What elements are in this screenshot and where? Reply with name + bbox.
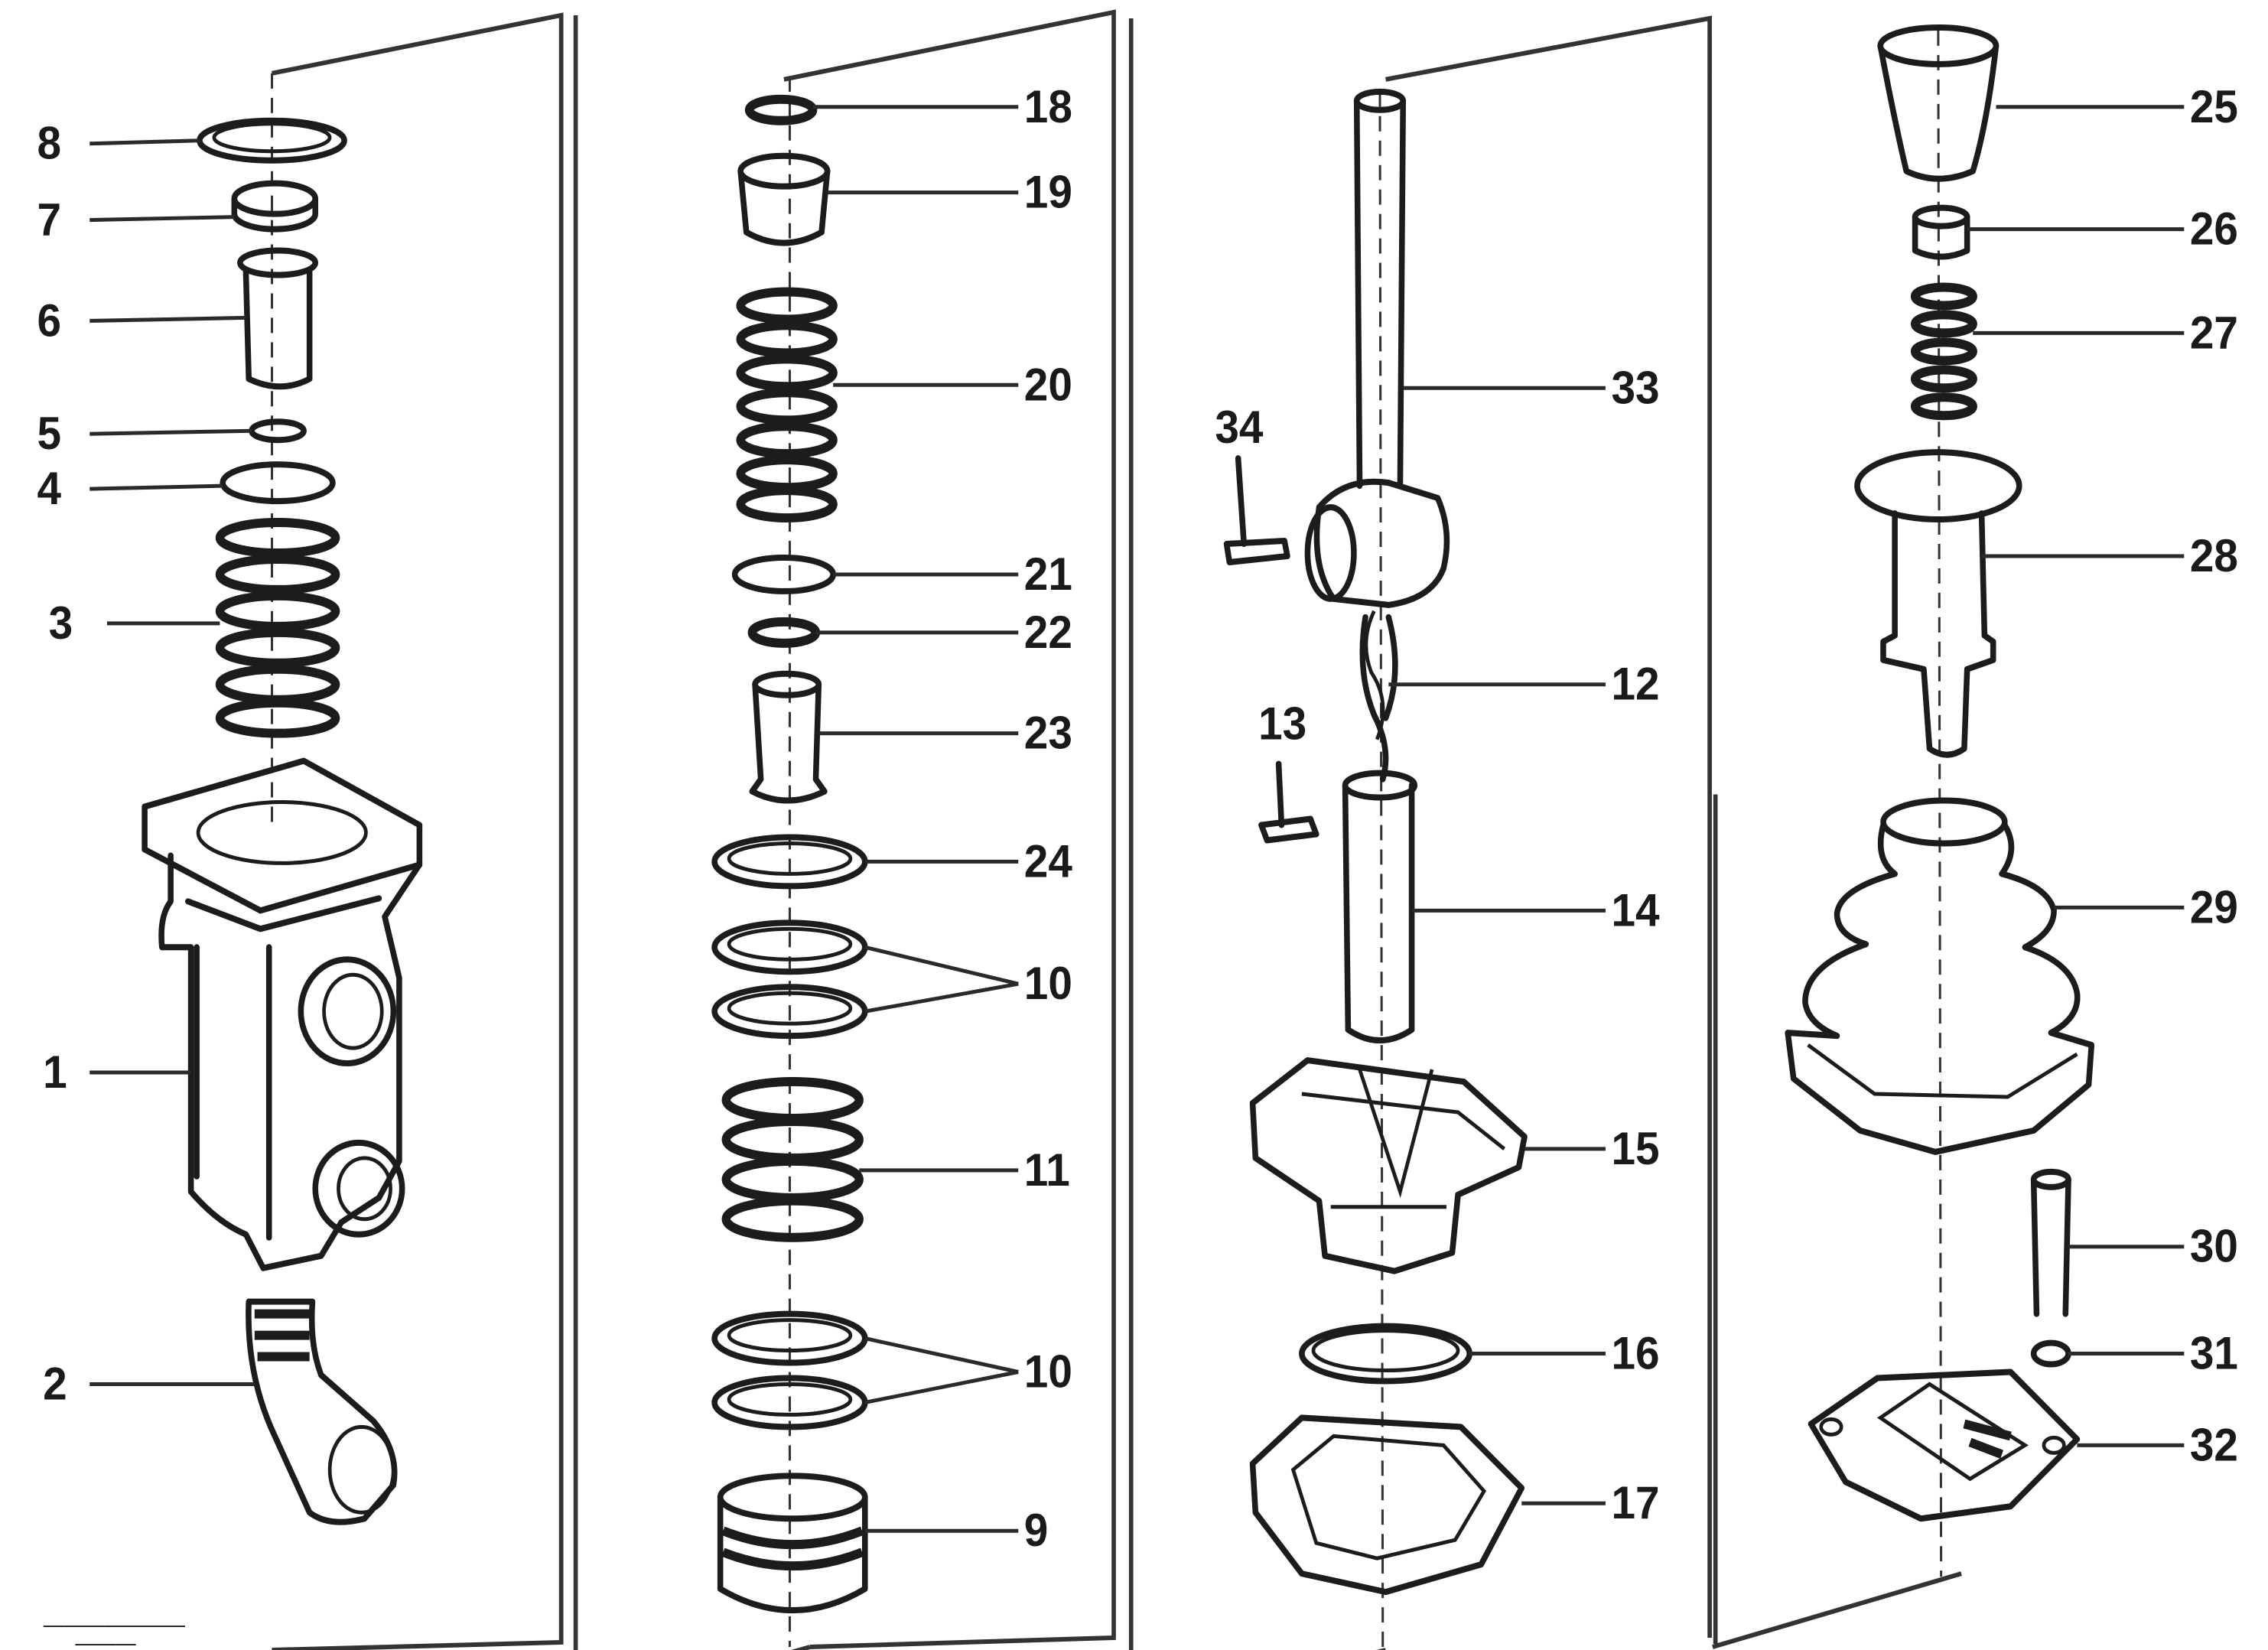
part-17-gasket (1249, 1414, 1525, 1596)
part-31-washer (2030, 1339, 2071, 1368)
lever-housing (1304, 478, 1450, 740)
part-22-washer (747, 617, 821, 648)
part-15-housing (1249, 1057, 1528, 1274)
callout-13: 13 (1258, 698, 1306, 750)
part-32-plate (1808, 1368, 2081, 1522)
part-12-link (1359, 613, 1398, 783)
callout-31: 31 (2190, 1328, 2238, 1379)
callout-15: 15 (1612, 1123, 1660, 1174)
callout-2: 2 (43, 1359, 67, 1410)
callout-5: 5 (37, 408, 62, 460)
column-2-spring-stack (711, 76, 868, 1648)
part-14-tube (1342, 770, 1418, 1044)
part-28-handle-stem (1854, 449, 2022, 758)
part-19-cup (737, 152, 831, 246)
callout-25: 25 (2190, 81, 2238, 132)
reference-block: ——————— ——— ——— ——— (44, 1612, 186, 1650)
part-2-elbow-fitting (246, 1298, 398, 1525)
callout-24: 24 (1024, 836, 1073, 887)
callout-16: 16 (1612, 1328, 1660, 1379)
leader-lines (89, 105, 2185, 1533)
callout-3: 3 (49, 597, 73, 649)
part-13-pin (1258, 760, 1319, 844)
callout-11: 11 (1024, 1144, 1070, 1196)
callout-8: 8 (37, 118, 62, 169)
callout-23: 23 (1024, 708, 1072, 759)
column-1-valve-body-assembly (142, 73, 423, 1525)
part-9-piston (717, 1473, 868, 1613)
callout-4: 4 (37, 464, 62, 515)
callout-28: 28 (2190, 531, 2238, 582)
callout-17: 17 (1612, 1478, 1660, 1529)
callout-1: 1 (43, 1047, 67, 1098)
callout-7: 7 (37, 194, 62, 246)
part-27-spring (1910, 282, 1977, 421)
callout-10-upper: 10 (1024, 958, 1072, 1010)
part-29-boot (1785, 797, 2095, 1155)
part-34-pin (1223, 455, 1290, 565)
reference-line-2: ——— (75, 1630, 136, 1650)
callout-34: 34 (1215, 402, 1264, 454)
part-16-o-ring (1299, 1323, 1472, 1385)
callout-labels: 8 7 6 5 4 3 1 2 18 19 20 21 22 23 24 10 … (37, 81, 2238, 1556)
part-7-washer (231, 180, 319, 217)
part-18-washer (744, 94, 818, 125)
part-30-bolt (2030, 1168, 2071, 1317)
callout-29: 29 (2190, 882, 2238, 933)
part-23-plunger (749, 670, 828, 804)
callout-21: 21 (1024, 549, 1072, 600)
callout-20: 20 (1024, 360, 1072, 411)
column-3-lever-assembly (1223, 88, 1528, 1650)
callout-26: 26 (2190, 203, 2238, 255)
callout-18: 18 (1024, 81, 1072, 132)
callout-9: 9 (1024, 1505, 1049, 1557)
callout-32: 32 (2190, 1420, 2238, 1471)
panel-frames (271, 9, 1962, 1650)
part-33-lever-rod (1353, 88, 1406, 490)
part-4-washer (220, 461, 336, 505)
part-5-small-washer (249, 418, 307, 444)
callout-30: 30 (2190, 1221, 2238, 1272)
callout-14: 14 (1612, 885, 1661, 936)
part-11-spring (721, 1077, 864, 1242)
part-21-washer (731, 554, 836, 594)
callout-22: 22 (1024, 607, 1072, 658)
callout-33: 33 (1612, 363, 1660, 414)
part-20-spring (736, 287, 838, 523)
part-25-knob (1877, 24, 2000, 182)
column-4-handle-assembly (1785, 24, 2095, 1577)
part-6-sleeve (237, 247, 319, 390)
callout-12: 12 (1612, 659, 1660, 710)
callout-6: 6 (37, 295, 62, 347)
part-26-bushing (1912, 204, 1970, 260)
reference-line-1: ——————— (44, 1612, 186, 1636)
callout-19: 19 (1024, 167, 1072, 218)
callout-27: 27 (2190, 308, 2238, 359)
part-1-valve-body (142, 757, 423, 1271)
part-3-spring (215, 518, 340, 738)
callout-10-lower: 10 (1024, 1346, 1072, 1398)
